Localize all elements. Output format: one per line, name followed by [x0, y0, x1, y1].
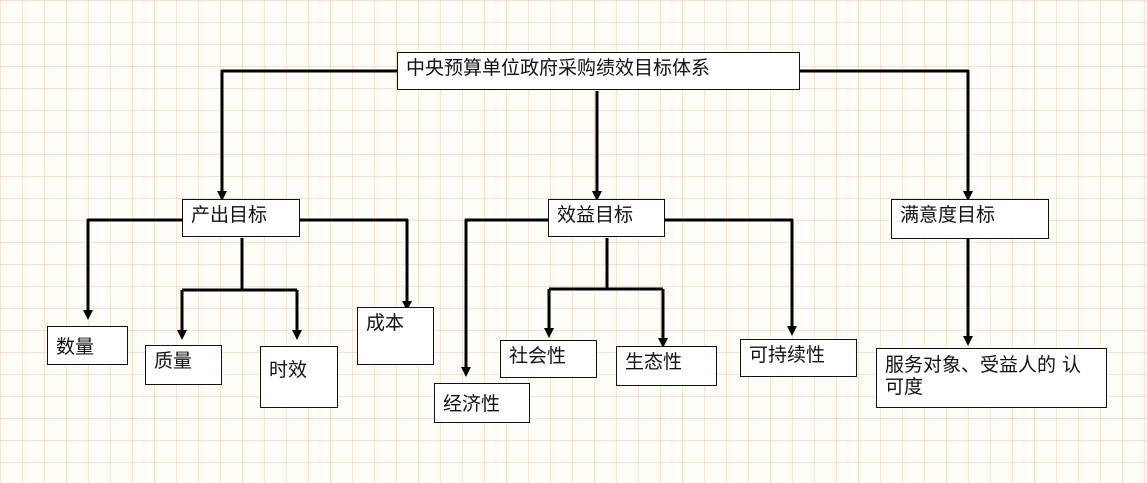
satisfaction-recognition-node: 服务对象、受益人的 认可度	[876, 348, 1107, 408]
root-node: 中央预算单位政府采购绩效目标体系	[397, 52, 800, 90]
edge-root-output	[217, 69, 397, 201]
output-quality-node: 质量	[145, 345, 222, 385]
benefit-sustain-node: 可持续性	[740, 339, 857, 377]
edge-root-satisfaction	[800, 69, 973, 201]
category-satisfaction-node: 满意度目标	[891, 199, 1049, 239]
edge-output-cost	[298, 218, 412, 311]
output-cost-node: 成本	[357, 307, 434, 365]
edge-benefit-economy	[461, 218, 549, 377]
edge-benefit-sustain	[664, 218, 797, 336]
output-timeliness-node: 时效	[260, 346, 338, 408]
benefit-economy-node: 经济性	[434, 383, 530, 423]
edge-benefit-social	[549, 287, 663, 333]
benefit-social-node: 社会性	[500, 340, 597, 378]
edge-output-quantity	[83, 218, 185, 320]
category-benefit-node: 效益目标	[548, 199, 665, 237]
edge-output-quality	[182, 288, 297, 335]
category-output-node: 产出目标	[182, 199, 300, 237]
output-quantity-node: 数量	[47, 326, 128, 365]
benefit-eco-node: 生态性	[616, 346, 717, 386]
